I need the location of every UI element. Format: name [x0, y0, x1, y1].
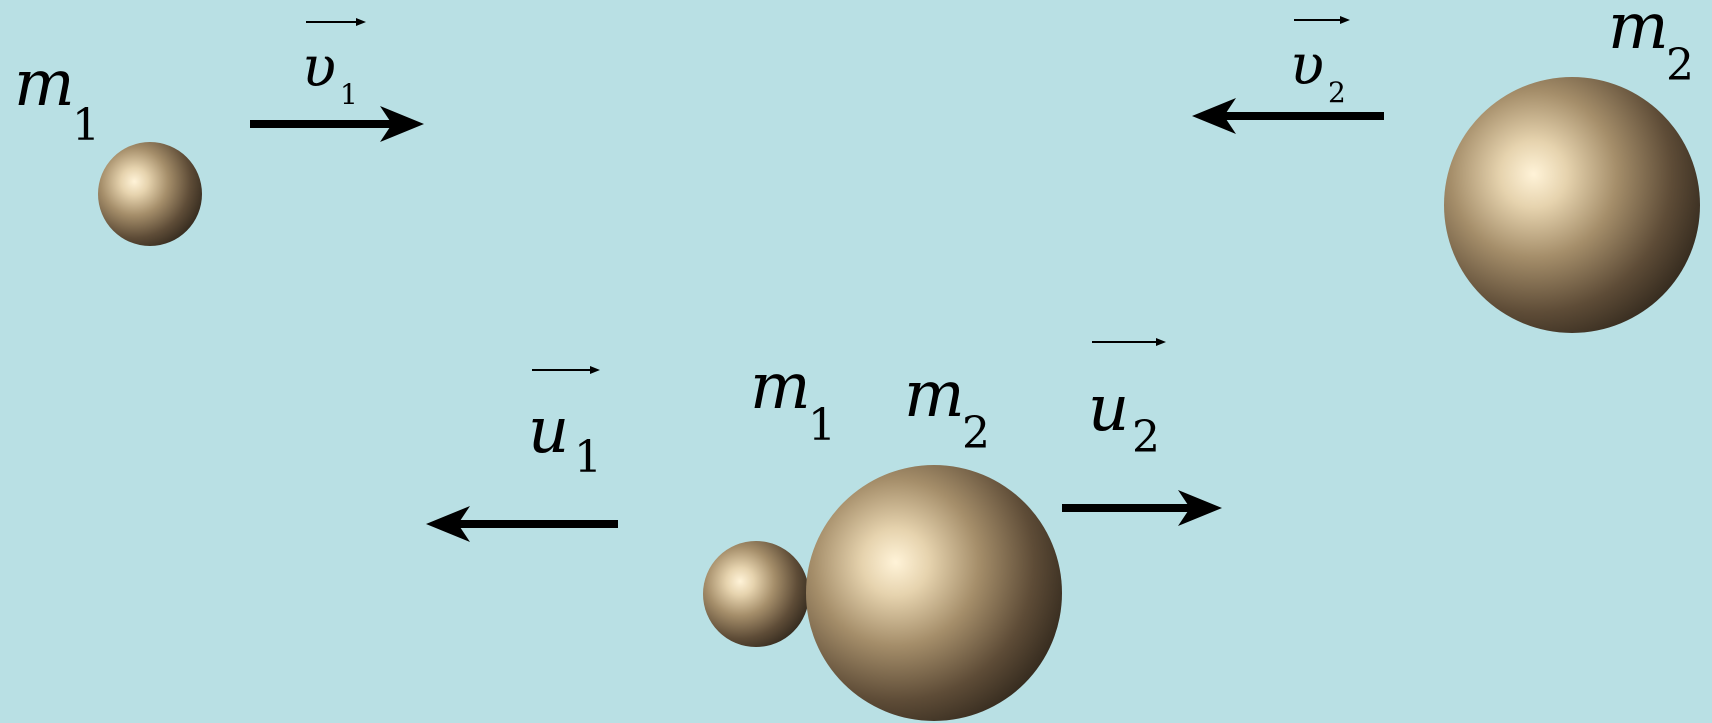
- u2-arrow: [1062, 490, 1222, 526]
- before-velocity-v1-symbol: υ: [302, 35, 336, 100]
- after-velocity-u1-symbol: u: [528, 394, 569, 468]
- after-velocity-u1-label: u 1: [528, 366, 602, 483]
- after-velocity-u2-subscript: 2: [1132, 412, 1160, 463]
- before-velocity-v1-label: υ 1: [302, 18, 366, 111]
- before-velocity-v2-label: υ 2: [1290, 16, 1350, 109]
- after-mass2-symbol: m: [904, 358, 965, 432]
- v1-vector-bar-head: [356, 18, 366, 26]
- before-ball-m2: [1444, 77, 1700, 333]
- after-mass1-label: m 1: [750, 350, 836, 451]
- after-velocity-u2-label: u 2: [1088, 338, 1166, 463]
- before-mass1-subscript: 1: [72, 100, 100, 151]
- after-ball-m2: [806, 465, 1062, 721]
- after-velocity-u1-subscript: 1: [574, 432, 602, 483]
- before-mass2-symbol: m: [1608, 0, 1669, 64]
- before-velocity-v2-subscript: 2: [1328, 76, 1346, 109]
- before-ball-m1: [98, 142, 202, 246]
- after-mass2-label: m 2: [904, 358, 990, 459]
- before-velocity-v2-symbol: υ: [1290, 33, 1324, 98]
- u2-vector-bar-head: [1156, 338, 1166, 346]
- u1-vector-bar-head: [590, 366, 600, 374]
- before-mass1-symbol: m: [14, 47, 75, 121]
- after-mass1-symbol: m: [750, 350, 811, 424]
- after-mass1-subscript: 1: [808, 400, 836, 451]
- before-velocity-v1-subscript: 1: [340, 78, 358, 111]
- before-mass2-label: m 2: [1608, 0, 1694, 91]
- after-ball-m1: [703, 541, 809, 647]
- before-mass2-subscript: 2: [1666, 40, 1694, 91]
- v1-arrow: [250, 106, 424, 142]
- v2-arrow: [1192, 98, 1384, 134]
- v2-vector-bar-head: [1340, 16, 1350, 24]
- after-velocity-u2-symbol: u: [1088, 372, 1129, 446]
- before-mass1-label: m 1: [14, 47, 100, 151]
- after-mass2-subscript: 2: [962, 408, 990, 459]
- u1-arrow: [426, 506, 618, 542]
